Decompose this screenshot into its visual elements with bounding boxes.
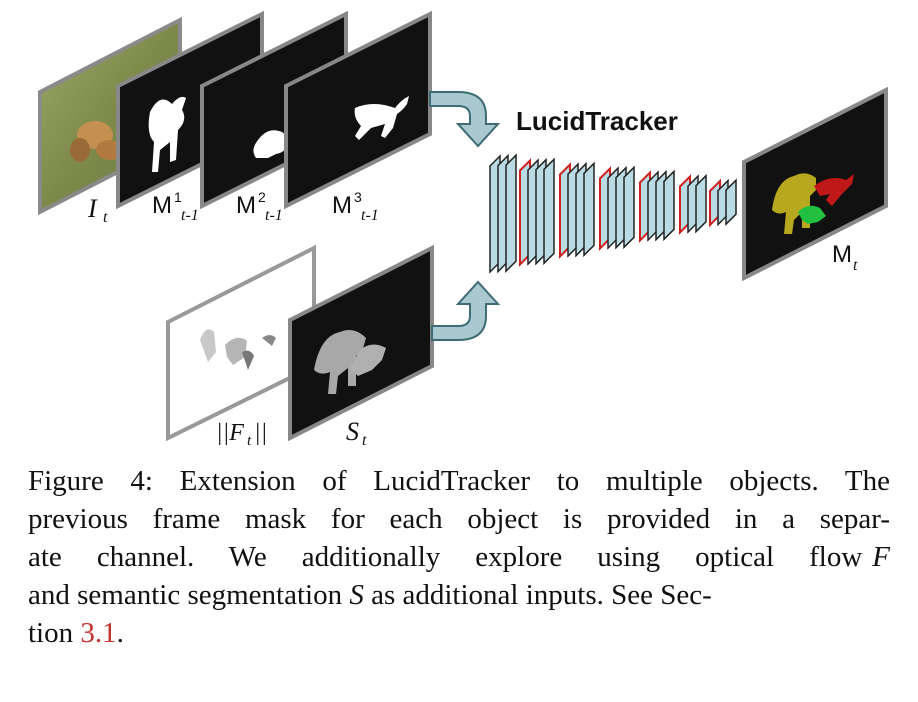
flow-label-close: || bbox=[254, 420, 267, 446]
caption-line-1: Figure 4: Extension of LucidTracker to m… bbox=[28, 465, 890, 497]
caption-line-2: previous frame mask for each object is p… bbox=[28, 503, 890, 535]
mask-3-sup: 3 bbox=[354, 189, 362, 205]
network-layer bbox=[583, 161, 595, 258]
segmentation-label: S bbox=[346, 417, 359, 446]
caption-line-5a: tion bbox=[28, 617, 74, 649]
segmentation-frame bbox=[288, 244, 434, 442]
mask-1-sup: 1 bbox=[174, 189, 182, 205]
flow-symbol: F bbox=[872, 541, 890, 573]
mask-2-sup: 2 bbox=[258, 189, 266, 205]
caption-line-4b: as additional inputs. See Sec- bbox=[371, 579, 712, 611]
caption-line-4a: and semantic segmentation bbox=[28, 579, 343, 611]
caption-line-3-text: ate channel. We additionally explore usi… bbox=[28, 541, 863, 573]
network-layer bbox=[623, 165, 635, 250]
output-frame bbox=[742, 86, 888, 282]
image-label-sub: t bbox=[103, 209, 108, 226]
figure-caption: Figure 4: Extension of LucidTracker to m… bbox=[28, 462, 890, 652]
mask-1-sub: t-1 bbox=[181, 207, 199, 224]
caption-line-5: tion 3.1. bbox=[28, 614, 890, 652]
caption-line-3: ate channel. We additionally explore usi… bbox=[28, 538, 890, 576]
caption-line-4: and semantic segmentation S as additiona… bbox=[28, 576, 890, 614]
segmentation-symbol: S bbox=[349, 579, 364, 611]
network-layer bbox=[695, 173, 707, 234]
section-reference-link[interactable]: 3.1 bbox=[80, 617, 117, 649]
mask-frame-3 bbox=[284, 10, 432, 210]
network-layer bbox=[663, 169, 675, 242]
network-title: LucidTracker bbox=[516, 106, 678, 136]
network-layer bbox=[505, 153, 517, 274]
segmentation-label-sub: t bbox=[362, 432, 367, 449]
mask-3-sub: t-1 bbox=[361, 207, 379, 224]
top-arrow bbox=[429, 91, 501, 148]
network-layers bbox=[489, 153, 737, 274]
flow-label-sub: t bbox=[247, 433, 252, 449]
bottom-arrow bbox=[431, 280, 501, 341]
mask-2-label: M bbox=[236, 192, 256, 219]
mask-1-label: M bbox=[152, 192, 172, 219]
image-label: I bbox=[87, 194, 98, 223]
figure-diagram: I t M 1 t-1 M 2 t-1 M 3 t-1 ||F t || S t… bbox=[38, 10, 888, 449]
network-layer bbox=[543, 157, 555, 266]
network-layer bbox=[725, 178, 737, 227]
output-label: M bbox=[832, 241, 852, 268]
output-label-sub: t bbox=[853, 257, 858, 274]
mask-2-sub: t-1 bbox=[265, 207, 283, 224]
mask-3-label: M bbox=[332, 192, 352, 219]
flow-label: ||F bbox=[216, 420, 244, 446]
caption-line-5b: . bbox=[116, 617, 124, 649]
optical-flow-frame bbox=[166, 244, 316, 442]
